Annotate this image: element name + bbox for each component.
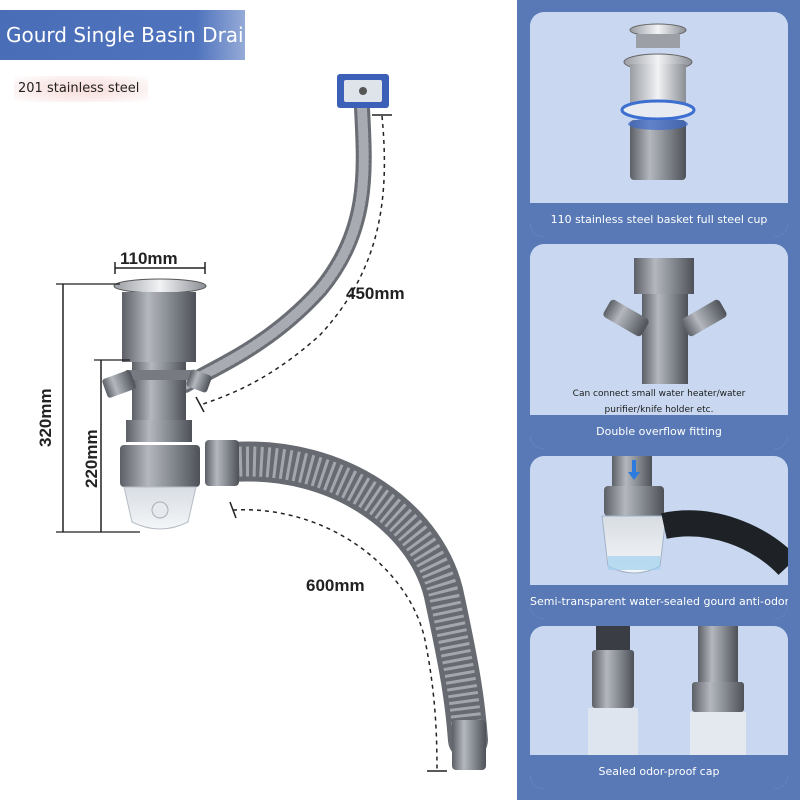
feature-card-basket: 110 stainless steel basket full steel cu…	[530, 12, 788, 237]
dimension-label-110mm: 110mm	[120, 249, 178, 268]
dimension-label-600mm: 600mm	[306, 576, 365, 595]
feature-note-line2: purifier/knife holder etc.	[604, 405, 714, 415]
feature-caption-overflow: Double overflow fitting	[530, 415, 788, 449]
dimension-label-220mm: 220mm	[82, 429, 101, 488]
feature-card-odor-cap: Sealed odor-proof cap	[530, 626, 788, 789]
product-title-banner: Gourd Single Basin Drai	[0, 10, 245, 60]
dimension-320mm	[56, 283, 140, 533]
drain-assembly-diagram: 110mm 450mm 320mm 220mm 600mm	[36, 74, 488, 772]
feature-cards-panel: 110 stainless steel basket full steel cu…	[517, 0, 800, 800]
dimension-600mm	[229, 501, 447, 772]
odor-cap-image	[588, 626, 746, 755]
feature-card-overflow-fitting: Can connect small water heater/water pur…	[530, 244, 788, 449]
drain-body	[102, 278, 239, 530]
drain-hose	[212, 441, 488, 770]
overflow-plate	[337, 74, 389, 108]
material-tag: 201 stainless steel	[14, 76, 148, 102]
dimension-110mm	[114, 262, 206, 274]
dimension-label-320mm: 320mm	[36, 388, 55, 447]
feature-caption-gourd: Semi-transparent water-sealed gourd anti…	[530, 585, 788, 619]
overflow-hose	[177, 100, 372, 393]
overflow-fitting-image	[603, 258, 727, 384]
product-diagram-panel: 110mm 450mm 320mm 220mm 600mm Gourd Sing…	[0, 10, 488, 772]
gourd-trap-image	[601, 456, 788, 576]
dimension-450mm	[195, 114, 392, 413]
dimension-label-450mm: 450mm	[346, 284, 405, 303]
feature-caption-basket: 110 stainless steel basket full steel cu…	[530, 203, 788, 237]
dimension-220mm	[94, 359, 130, 532]
feature-card-gourd-trap: Semi-transparent water-sealed gourd anti…	[530, 456, 788, 619]
feature-caption-odor-cap: Sealed odor-proof cap	[530, 755, 788, 789]
basket-strainer-image	[620, 23, 696, 180]
feature-note-line1: Can connect small water heater/water	[572, 389, 746, 399]
